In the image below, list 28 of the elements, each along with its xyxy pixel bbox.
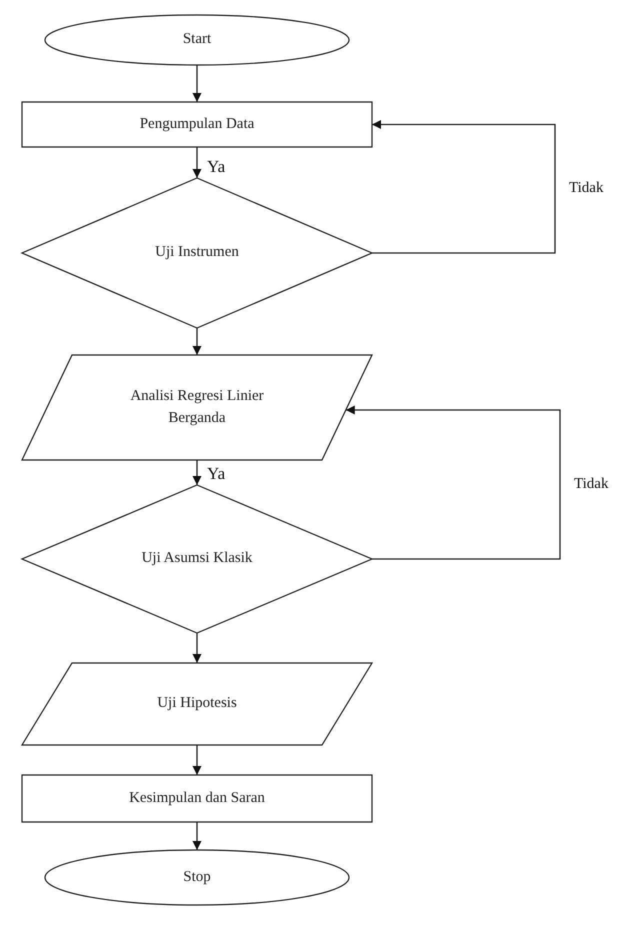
data-parallelogram	[22, 663, 372, 745]
arrow	[192, 65, 202, 102]
arrow	[192, 822, 202, 850]
decision-diamond	[22, 485, 372, 633]
node-label: Kesimpulan dan Saran	[129, 788, 265, 808]
decision-diamond	[22, 178, 372, 328]
node-label: Uji Instrumen	[155, 243, 239, 262]
edge-label: Ya	[207, 158, 226, 175]
process-box	[22, 775, 372, 822]
arrow	[192, 745, 202, 775]
data-parallelogram	[22, 355, 372, 460]
node-label: Start	[182, 30, 212, 50]
node-label: Stop	[183, 868, 211, 887]
arrow	[192, 460, 202, 485]
terminator-ellipse	[45, 850, 349, 905]
terminator-ellipse	[45, 15, 349, 65]
node-label: Uji Asumsi Klasik	[142, 549, 252, 568]
node-label: Analisi Regresi Linier Berganda	[129, 386, 265, 428]
process-box	[22, 102, 372, 147]
edge-label: Ya	[207, 465, 226, 482]
edge-label: Tidak	[574, 476, 608, 492]
arrow	[192, 328, 202, 355]
arrow	[192, 147, 202, 178]
arrow	[372, 120, 556, 254]
node-label: Pengumpulan Data	[140, 114, 254, 134]
arrow	[346, 406, 561, 560]
arrow	[192, 633, 202, 663]
node-label: Uji Hipotesis	[157, 694, 237, 714]
